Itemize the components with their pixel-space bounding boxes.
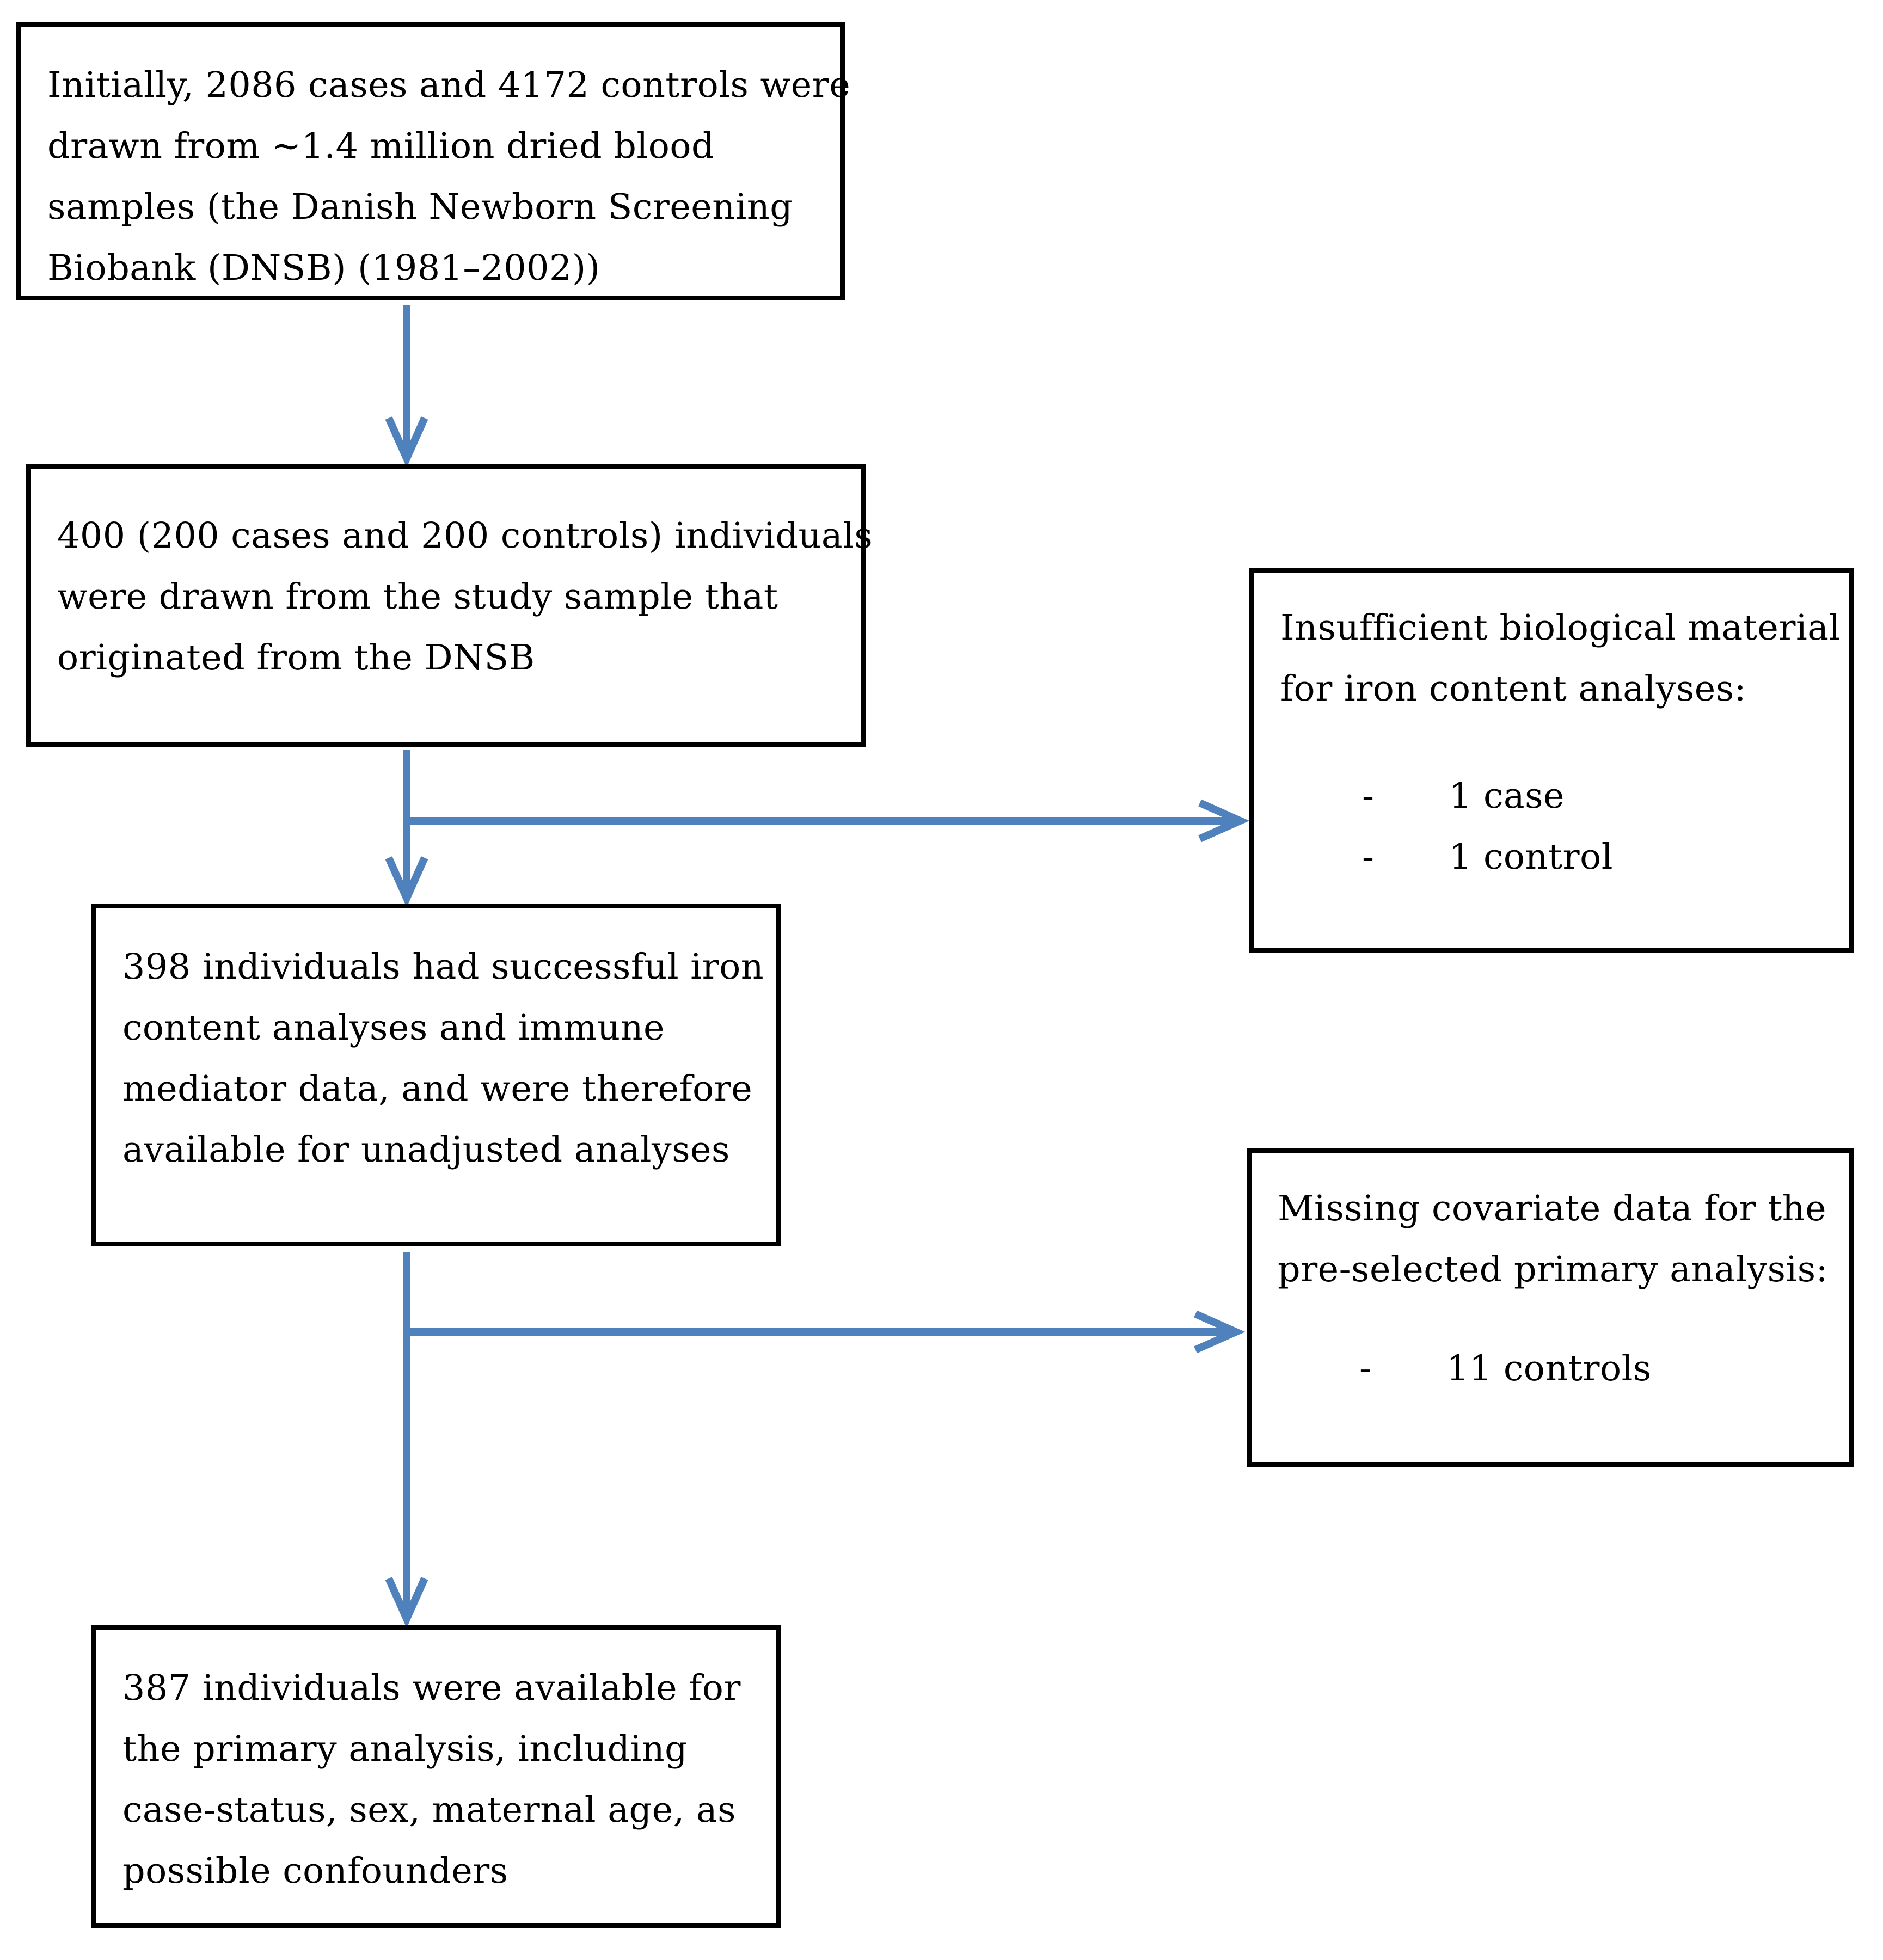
box-text-line: Missing covariate data for the [1278, 1188, 1827, 1229]
box-text-line: content analyses and immune [122, 1007, 665, 1048]
bullet-item: - 1 case [1362, 766, 1823, 827]
exclusion-bullet-list: - 11 controls [1278, 1338, 1823, 1399]
box-text-line: Initially, 2086 cases and 4172 controls … [47, 65, 851, 106]
box-text-line: samples (the Danish Newborn Screening [47, 187, 793, 228]
box-text-line: mediator data, and were therefore [122, 1068, 753, 1109]
flow-box-excluded-missing-covariates: Missing covariate data for the pre-selec… [1247, 1148, 1854, 1467]
arrow-box2-to-box3 [385, 750, 428, 908]
bullet-text: 1 case [1449, 776, 1565, 816]
arrow-box1-to-box2 [385, 305, 428, 468]
box-text-line: 400 (200 cases and 200 controls) individ… [57, 515, 873, 556]
bullet-text: 1 control [1449, 837, 1614, 877]
box-text-line: drawn from ~1.4 million dried blood [47, 126, 715, 167]
bullet-marker: - [1362, 776, 1375, 816]
box-text-line: available for unadjusted analyses [122, 1129, 730, 1170]
flow-box-398-unadjusted: 398 individuals had successful iron cont… [91, 904, 781, 1246]
box-text-line: the primary analysis, including [122, 1729, 688, 1769]
box-text-line: for iron content analyses: [1280, 668, 1747, 709]
flow-box-excluded-insufficient-material: Insufficient biological material for iro… [1249, 568, 1854, 953]
flow-box-initial-sample: Initially, 2086 cases and 4172 controls … [16, 22, 851, 300]
bullet-marker: - [1359, 1348, 1372, 1389]
bullet-text: 11 controls [1446, 1348, 1652, 1389]
box-text-line: possible confounders [122, 1851, 508, 1891]
flow-box-drawn-400: 400 (200 cases and 200 controls) individ… [26, 464, 873, 747]
box-text-line: pre-selected primary analysis: [1278, 1249, 1829, 1290]
box-text-line: were drawn from the study sample that [57, 576, 778, 617]
box-text-line: case-status, sex, maternal age, as [122, 1790, 737, 1830]
bullet-marker: - [1362, 837, 1375, 877]
arrow-branch-to-sidebox2 [407, 1310, 1246, 1354]
flow-box-387-primary-analysis: 387 individuals were available for the p… [91, 1625, 781, 1928]
arrow-branch-to-sidebox1 [407, 799, 1250, 843]
box-text-line: 398 individuals had successful iron [122, 947, 764, 987]
box-text-line: originated from the DNSB [57, 637, 535, 678]
box-text-line: Biobank (DNSB) (1981–2002)) [47, 248, 600, 288]
bullet-item: - 1 control [1362, 827, 1823, 888]
exclusion-bullet-list: - 1 case - 1 control [1280, 766, 1823, 888]
bullet-item: - 11 controls [1359, 1338, 1823, 1399]
arrow-box3-to-box4 [385, 1252, 428, 1629]
box-text-line: Insufficient biological material [1280, 607, 1841, 648]
box-text-line: 387 individuals were available for [122, 1668, 741, 1709]
